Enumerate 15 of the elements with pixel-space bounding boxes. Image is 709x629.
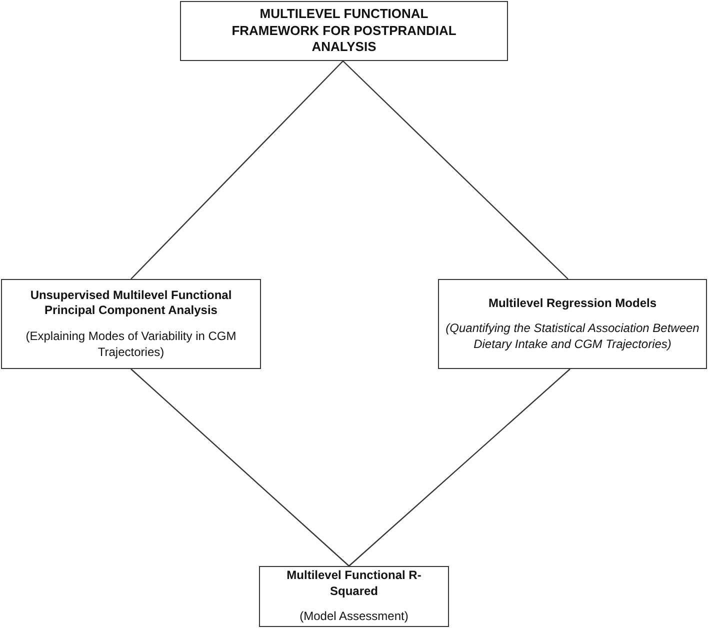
box-description: (Model Assessment) <box>300 609 408 625</box>
analysis-box <box>438 279 707 369</box>
box-description: (Quantifying the Statistical Association Between Dietary Intake and CGM Trajectories) <box>444 321 700 352</box>
connector-line <box>348 368 570 566</box>
box-description: (Explaining Modes of Variability in CGM Trajectories) <box>24 329 238 360</box>
connector-line <box>130 60 344 280</box>
framework-title-box <box>180 1 508 61</box>
analysis-box <box>259 566 449 627</box>
box-heading: Multilevel Regression Models <box>488 296 657 312</box>
connector-line <box>130 368 350 566</box>
connector-line <box>342 60 568 280</box>
box-heading: MULTILEVEL FUNCTIONAL FRAMEWORK FOR POSTPRANDIAL ANALYSIS <box>230 6 458 56</box>
box-heading: Unsupervised Multilevel Functional Principal Component Analysis <box>29 288 233 319</box>
analysis-box <box>1 279 261 369</box>
box-heading: Multilevel Functional R-Squared <box>286 568 422 600</box>
